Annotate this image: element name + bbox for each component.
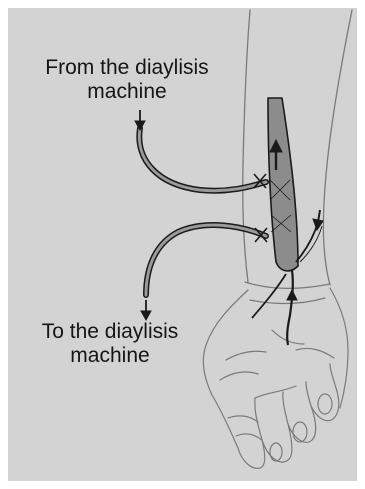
fistula-vessel xyxy=(252,98,322,345)
arrow-down-icon xyxy=(135,110,145,130)
hand-outline xyxy=(203,288,348,468)
label-to-machine: To the diaylisis machine xyxy=(10,320,210,368)
label-from-line-1: From the diaylisis xyxy=(12,56,242,80)
tube-to-machine xyxy=(146,225,267,295)
label-to-line-2: machine xyxy=(10,344,210,368)
label-from-line-2: machine xyxy=(12,80,242,104)
label-to-line-1: To the diaylisis xyxy=(10,320,210,344)
arrow-up-icon xyxy=(287,290,297,300)
label-from-machine: From the diaylisis machine xyxy=(12,56,242,104)
arrow-down-icon xyxy=(141,300,151,320)
tube-from-machine xyxy=(139,128,266,191)
